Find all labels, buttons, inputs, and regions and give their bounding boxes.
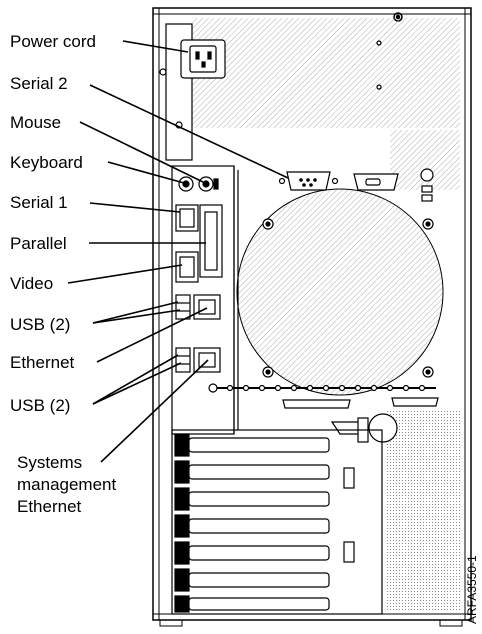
slot-2 <box>174 460 330 484</box>
label-usb-lower: USB (2) <box>10 396 70 415</box>
padlock-loop <box>330 413 398 443</box>
serial-1-port <box>175 204 199 232</box>
leader-usb-lower-b <box>92 362 182 405</box>
leader-serial-1 <box>89 202 181 213</box>
leader-power-cord <box>122 40 189 53</box>
slot-4 <box>174 514 330 538</box>
slot-6 <box>174 568 330 592</box>
label-video: Video <box>10 274 53 293</box>
label-ethernet: Ethernet <box>10 353 75 372</box>
leader-keyboard <box>107 161 185 184</box>
label-serial-1: Serial 1 <box>10 193 68 212</box>
label-mouse: Mouse <box>10 113 61 132</box>
parallel-port <box>199 204 223 278</box>
leader-usb-upper-a <box>92 301 179 324</box>
leader-lines <box>67 40 289 463</box>
slot-3 <box>174 487 330 511</box>
leader-systems-management <box>100 359 209 463</box>
slot-7 <box>174 595 330 613</box>
leader-usb-upper-b <box>92 309 181 324</box>
vent-areas <box>192 18 460 610</box>
figure-id: ARFA3550-1 <box>465 555 479 624</box>
leader-mouse <box>79 121 204 183</box>
label-systems-management-line3: Ethernet <box>17 497 82 516</box>
leader-ethernet <box>96 307 208 363</box>
label-systems-management-line2: management <box>17 475 117 494</box>
upper-right-ports <box>278 168 434 202</box>
callout-labels: Power cord Serial 2 Mouse Keyboard Seria… <box>10 32 117 516</box>
label-serial-2: Serial 2 <box>10 74 68 93</box>
usb-lower-ports <box>175 347 191 373</box>
power-supply <box>159 23 382 161</box>
label-usb-upper: USB (2) <box>10 315 70 334</box>
io-panel <box>171 165 239 435</box>
leader-video <box>67 264 183 284</box>
slot-1 <box>174 433 330 457</box>
label-keyboard: Keyboard <box>10 153 83 172</box>
expansion-slots <box>171 429 383 615</box>
cable-tie-bar <box>208 383 439 409</box>
fan-screws <box>262 218 434 378</box>
video-port <box>175 251 199 283</box>
label-power-cord: Power cord <box>10 32 96 51</box>
leader-usb-lower-a <box>92 354 179 405</box>
slot-5 <box>174 541 330 565</box>
leader-serial-2 <box>89 84 289 179</box>
usb-upper-ports <box>175 294 191 320</box>
ethernet-port <box>193 294 221 320</box>
label-systems-management-line1: Systems <box>17 453 82 472</box>
label-parallel: Parallel <box>10 234 67 253</box>
